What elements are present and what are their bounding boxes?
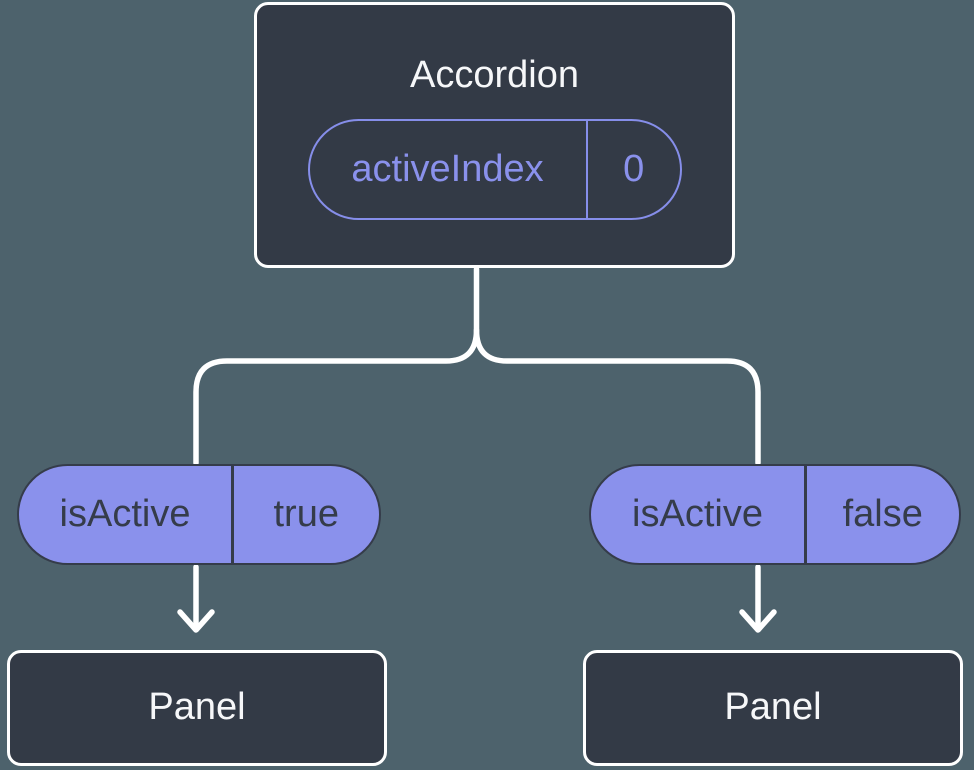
prop-value-label: false [842,493,923,535]
prop-pill-divider [804,466,807,563]
connector-trunk-left-branch [193,266,480,466]
prop-name-label: isActive [632,493,763,535]
panel-title: Panel [148,686,246,729]
panel-title: Panel [724,686,822,729]
state-name-label: activeIndex [351,148,544,190]
state-value-label: 0 [623,148,645,190]
prop-pill-isactive-true: isActive true [17,464,381,565]
prop-value-label: true [273,493,339,535]
accordion-title: Accordion [410,54,579,96]
prop-pill-isactive-false: isActive false [589,464,961,565]
panel-component-node-right: Panel [583,650,963,766]
connector-right-branch [473,327,761,466]
accordion-component-node: Accordion activeIndex 0 [254,2,735,268]
state-pill-activeindex: activeIndex 0 [307,119,682,220]
panel-component-node-left: Panel [7,650,387,766]
prop-name-label: isActive [59,493,191,535]
arrow-left-head-icon [177,609,215,633]
arrow-right-head-icon [739,609,777,633]
state-pill-divider [585,121,588,218]
prop-pill-divider [231,466,234,563]
